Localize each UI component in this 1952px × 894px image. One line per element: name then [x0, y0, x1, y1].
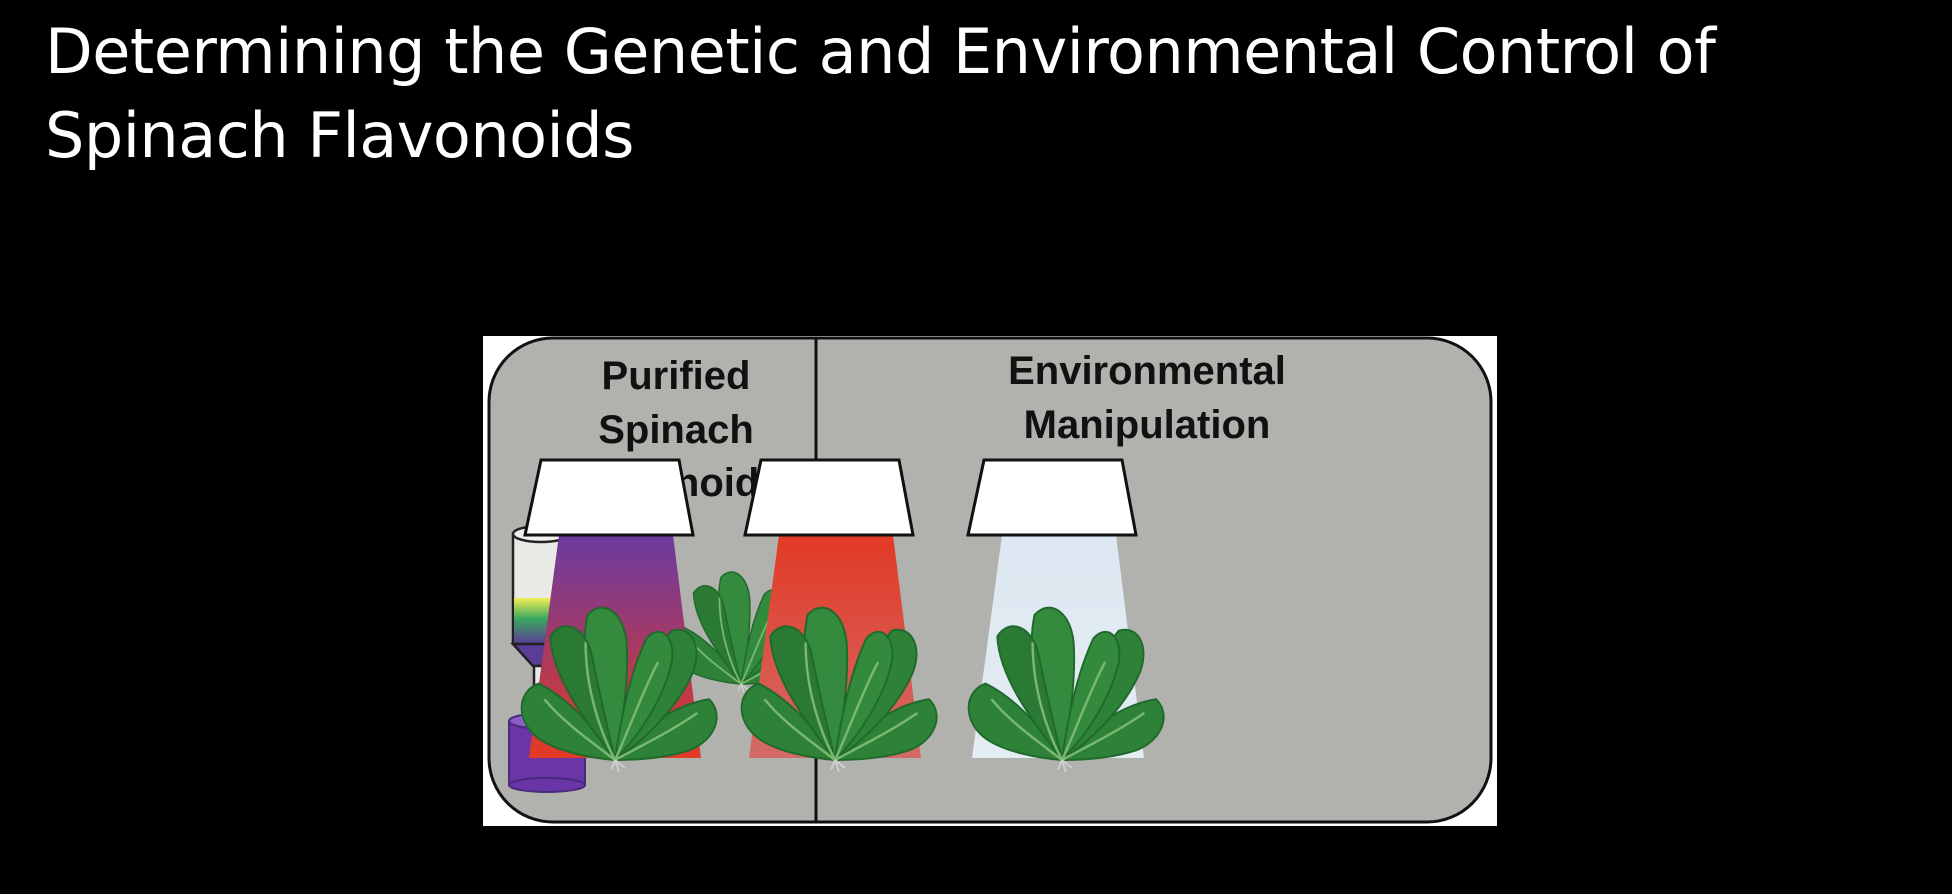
- lamp-icon: [743, 458, 915, 537]
- right-heading-line-1: Environmental: [1008, 349, 1286, 393]
- lamp-icon: [523, 458, 695, 537]
- light-treatment-red: [740, 458, 938, 773]
- figure-frame: Purified Spinach Flavonoids: [483, 336, 1497, 826]
- lamp-icon: [966, 458, 1138, 537]
- left-heading-line-1: Purified: [602, 354, 751, 398]
- right-panel: Environmental Manipulation: [520, 349, 1286, 773]
- figure-panel: [487, 336, 1493, 824]
- light-treatment-white: [966, 458, 1165, 773]
- light-treatment-purple-red: [520, 458, 718, 773]
- left-heading-line-2: Spinach: [598, 408, 754, 452]
- title-line-2: Spinach Flavonoids: [45, 99, 634, 172]
- title-line-1: Determining the Genetic and Environmenta…: [45, 15, 1716, 88]
- slide-title: Determining the Genetic and Environmenta…: [45, 10, 1905, 178]
- right-heading-line-2: Manipulation: [1024, 403, 1271, 447]
- graphical-abstract-figure: Purified Spinach Flavonoids: [487, 336, 1493, 824]
